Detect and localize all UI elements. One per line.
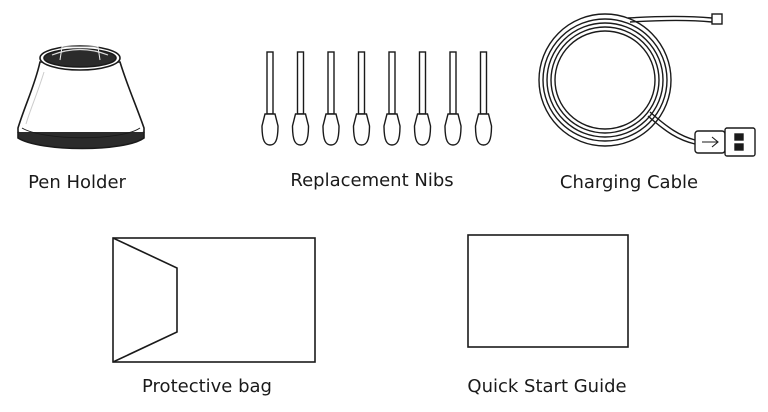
nib-icon — [261, 51, 279, 146]
nib-icon — [352, 51, 371, 146]
replacement-nibs-label: Replacement Nibs — [290, 170, 454, 191]
protective-bag-label: Protective bag — [142, 376, 272, 397]
guide-card-icon — [467, 234, 629, 348]
nib-icon — [291, 51, 310, 146]
pen-holder-label: Pen Holder — [28, 172, 126, 193]
charging-cable-label: Charging Cable — [559, 172, 699, 193]
quick-start-guide-label: Quick Start Guide — [467, 376, 627, 397]
nib-icon — [413, 51, 432, 146]
nib-icon — [474, 51, 493, 146]
nib-icon — [322, 51, 340, 146]
usb-cable-icon — [538, 13, 756, 157]
bag-icon — [112, 237, 316, 363]
replacement-nibs-group — [261, 51, 493, 146]
nib-icon — [383, 51, 401, 146]
pen-holder-icon — [17, 45, 145, 150]
nib-icon — [444, 51, 462, 146]
